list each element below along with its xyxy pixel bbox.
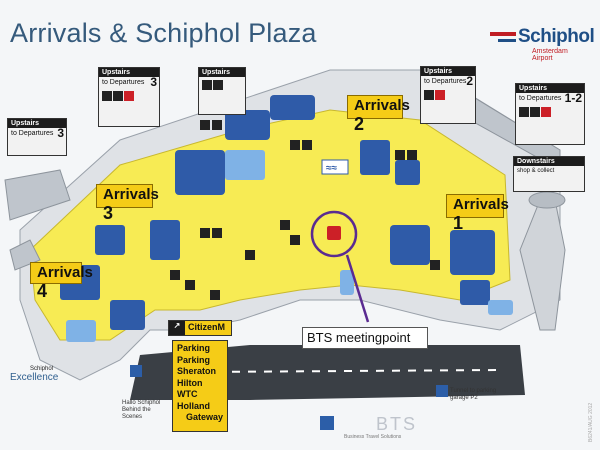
arrivals-4-label: Arrivals 4 [30, 262, 93, 301]
bts-meeting-circle [310, 210, 370, 323]
svg-text:≈≈: ≈≈ [326, 163, 337, 174]
control-tower [519, 191, 566, 331]
hotels-parking-sign: Parking Parking Sheraton Hilton WTC Holl… [172, 340, 228, 432]
pictogram-icons [170, 120, 440, 300]
logo-stripe-red [490, 32, 516, 36]
shop-collect-label: shop & collect [517, 168, 555, 174]
to-departures-label: to Departures [424, 78, 467, 85]
tunnel-label: Tunnel to parking garage P2 [450, 388, 497, 401]
service-icons [199, 77, 245, 95]
hotel-item: Gateway [186, 412, 224, 422]
arrivals-2-label: Arrivals 2 [347, 95, 410, 134]
downstairs-sign: Downstairs shop & collect [513, 156, 585, 192]
downstairs-label: Downstairs [514, 157, 584, 166]
logo-subtitle: Amsterdam Airport [532, 48, 568, 62]
road [130, 345, 525, 400]
upstairs-sign-center: Upstairs [198, 67, 246, 115]
parking-markers [130, 365, 448, 430]
ns-logo: ≈≈ [321, 159, 349, 175]
hotel-item: WTC [177, 389, 198, 399]
hotel-item: Parking [177, 354, 211, 365]
behind-scenes-label: Hallo Schiphol Behind the Scenes [122, 400, 161, 420]
service-icons [421, 87, 475, 105]
arrivals-3-label: Arrivals 3 [96, 184, 159, 223]
schiphol-excellence-label: Schiphol Excellence [10, 366, 59, 383]
hotel-item: Parking [177, 343, 211, 353]
citizenm-sign: ↗ CitizenM [168, 320, 232, 336]
upstairs-label: Upstairs [99, 68, 159, 77]
upstairs-label: Upstairs [421, 67, 475, 76]
bts-logo: BTS Business Travel Solutions [340, 402, 460, 442]
schiphol-logo: Schiphol Amsterdam Airport [490, 26, 595, 62]
map-title: Arrivals & Schiphol Plaza [10, 18, 317, 48]
to-departures-label: to Departures [519, 95, 562, 102]
service-icons [516, 104, 584, 122]
logo-stripe-blue [498, 39, 516, 42]
upstairs-label: Upstairs [516, 84, 584, 93]
logo-brand: Schiphol [518, 26, 595, 47]
service-icons [99, 88, 159, 106]
blue-blocks [60, 95, 495, 330]
arrow-icon: ↗ [169, 321, 185, 335]
bts-logo-text: BTS [376, 414, 418, 434]
hotel-item: Sheraton [177, 366, 217, 376]
hotel-item: Hilton [177, 377, 203, 388]
bts-logo-sub: Business Travel Solutions [344, 434, 402, 440]
light-blue-patches [66, 150, 513, 342]
upstairs-label: Upstairs [8, 119, 66, 128]
bts-meetingpoint-label: BTS meetingpoint [302, 327, 428, 349]
arrivals-1-label: Arrivals 1 [446, 194, 509, 233]
print-stamp: B6241/AUG 2012 [588, 402, 594, 442]
hotel-item: Holland [177, 400, 210, 411]
upstairs-label: Upstairs [199, 68, 245, 77]
to-departures-label: to Departures [11, 130, 54, 137]
to-departures-label: to Departures [102, 79, 145, 86]
